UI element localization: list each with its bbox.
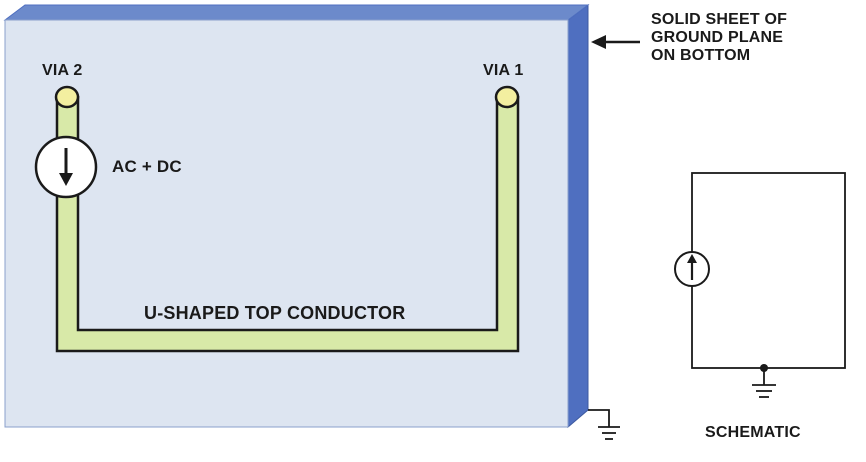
- board-top-edge: [3, 4, 590, 21]
- board-ground-icon: [588, 409, 620, 440]
- via-1: [494, 85, 520, 109]
- ground-plane-label-line-2: GROUND PLANE: [651, 29, 784, 46]
- schematic-circuit: [691, 172, 846, 369]
- via-1-label: VIA 1: [483, 62, 524, 79]
- via-2: [54, 85, 80, 109]
- ground-plane-label-line-3: ON BOTTOM: [651, 47, 751, 64]
- arrow-left-icon: [591, 35, 640, 49]
- ground-plane-label-line-1: SOLID SHEET OF: [651, 11, 788, 28]
- current-source-up-icon: [674, 251, 710, 287]
- current-source-down-icon: [34, 135, 98, 199]
- via-2-label: VIA 2: [42, 62, 83, 79]
- board-face: [4, 19, 569, 428]
- ground-plane-label: SOLID SHEET OF GROUND PLANE ON BOTTOM: [651, 11, 787, 65]
- conductor-label: U-SHAPED TOP CONDUCTOR: [144, 303, 406, 323]
- schematic-ground-icon: [752, 364, 776, 398]
- board-side: [567, 4, 589, 429]
- schematic-label: SCHEMATIC: [705, 424, 801, 441]
- source-label: AC + DC: [112, 157, 182, 176]
